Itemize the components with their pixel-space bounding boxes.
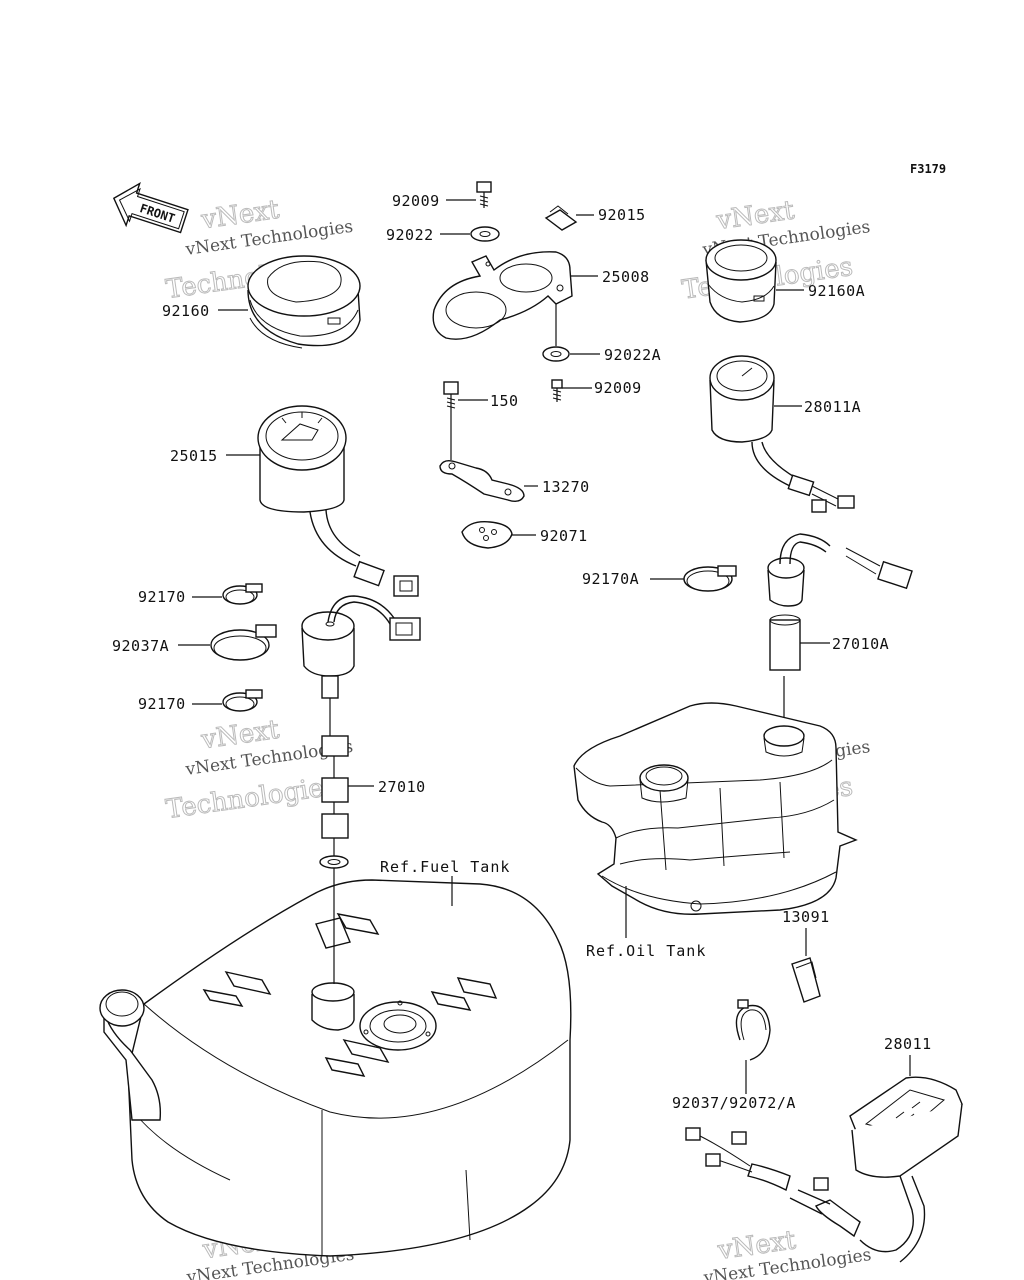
front-arrow-icon: FRONT (112, 182, 189, 234)
label-ref-oil-tank: Ref.Oil Tank (586, 942, 706, 960)
oil-sender-27010A (767, 533, 913, 671)
clip-13091 (791, 957, 821, 1003)
label-92071: 92071 (540, 527, 588, 545)
label-25015: 25015 (170, 447, 218, 465)
clamp-92037A (210, 624, 277, 661)
label-92009-top: 92009 (392, 192, 440, 210)
label-27010A: 27010A (832, 635, 889, 653)
washer-92022A (542, 346, 570, 362)
label-150: 150 (490, 392, 519, 410)
label-13270: 13270 (542, 478, 590, 496)
clamp-92170-top (222, 583, 263, 605)
nut-92015 (544, 205, 578, 231)
label-28011A: 28011A (804, 398, 861, 416)
grommet-92071 (461, 521, 513, 549)
clamp-92170A (683, 565, 737, 592)
label-92022A: 92022A (604, 346, 661, 364)
figure-code: F3179 (910, 162, 946, 176)
label-13091: 13091 (782, 908, 830, 926)
oil-gauge-28011A (709, 355, 855, 513)
bracket-13270 (439, 459, 525, 503)
label-92170-top: 92170 (138, 588, 186, 606)
label-92015: 92015 (598, 206, 646, 224)
indicator-unit-28011 (685, 1076, 963, 1263)
clamp-92170-lower (222, 689, 263, 712)
oil-tank (573, 702, 858, 915)
meter-cover-92160 (247, 255, 361, 349)
label-27010: 27010 (378, 778, 426, 796)
speedometer-25015 (257, 405, 419, 597)
fuel-tank (99, 879, 572, 1257)
band-92037 (735, 999, 771, 1061)
bolt-92009-lower (551, 379, 563, 402)
label-92160: 92160 (162, 302, 210, 320)
label-25008: 25008 (602, 268, 650, 286)
label-92037-92072-A: 92037/92072/A (672, 1094, 796, 1112)
label-92170A: 92170A (582, 570, 639, 588)
label-28011: 28011 (884, 1035, 932, 1053)
bolt-150 (443, 381, 459, 414)
label-92022: 92022 (386, 226, 434, 244)
label-92009-lower: 92009 (594, 379, 642, 397)
meter-cover-92160A (705, 239, 777, 323)
bracket-25008 (432, 251, 573, 340)
label-92160A: 92160A (808, 282, 865, 300)
bolt-92009-top (476, 181, 492, 208)
label-ref-fuel-tank: Ref.Fuel Tank (380, 858, 510, 876)
fuel-sender-27010 (301, 595, 421, 869)
label-92037A: 92037A (112, 637, 169, 655)
label-92170-lower: 92170 (138, 695, 186, 713)
washer-92022 (470, 226, 500, 242)
